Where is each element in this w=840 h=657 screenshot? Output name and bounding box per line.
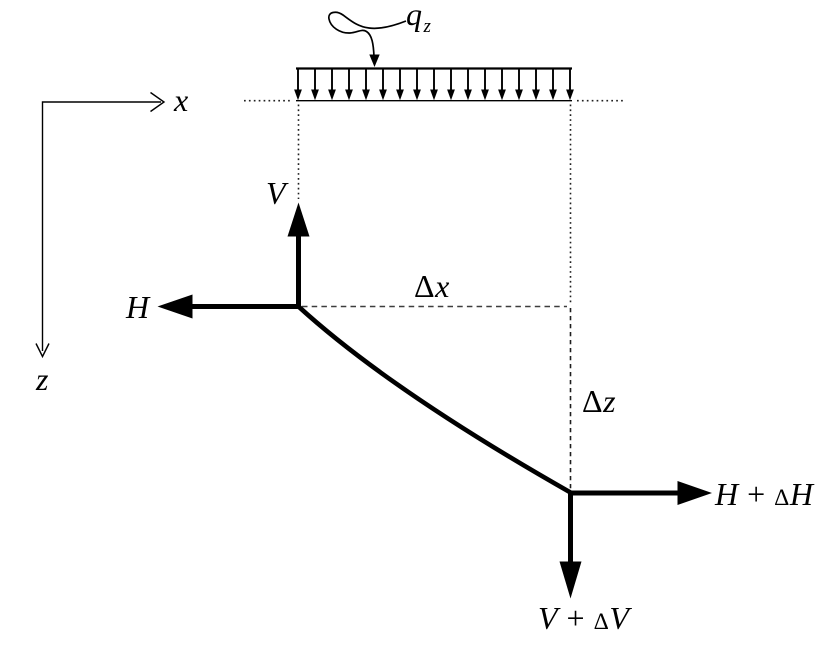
force-arrow-H-plus-dH-head-icon: [677, 481, 712, 505]
force-arrow-V-head-icon: [287, 202, 310, 237]
distributed-load-label: qz: [406, 0, 431, 36]
x-axis-label: x: [174, 82, 189, 118]
load-label-subscript: z: [423, 16, 432, 37]
load-arrow-head-icon: [447, 89, 455, 101]
load-arrow-head-icon: [294, 89, 302, 101]
load-label-base: q: [406, 0, 423, 32]
load-arrow-head-icon: [362, 89, 370, 101]
delta-z-label: Δz: [582, 383, 617, 419]
load-leader-curve: [328, 11, 407, 58]
force-arrow-V-plus-dV-head-icon: [559, 561, 582, 599]
z-axis-arrowhead-icon: [35, 343, 50, 359]
load-leader: [328, 11, 407, 67]
axes-lines: [41, 101, 161, 351]
shear-force-label: V: [266, 175, 287, 211]
load-arrow-head-icon: [481, 89, 489, 101]
load-arrow-head-icon: [311, 89, 319, 101]
force-arrow-H-plus-dH: [568, 481, 712, 505]
load-arrow-head-icon: [379, 89, 387, 101]
load-arrows: [294, 69, 574, 101]
cable-curve: [296, 304, 573, 495]
load-arrow-head-icon: [430, 89, 438, 101]
x-axis-arrowhead-icon: [150, 91, 166, 113]
load-arrow-head-icon: [345, 89, 353, 101]
horizontal-force-plus-delta-label: H + ΔH: [715, 476, 814, 512]
load-arrow-head-icon: [464, 89, 472, 101]
load-arrow-head-icon: [498, 89, 506, 101]
force-arrow-H: [157, 294, 301, 319]
load-arrow-head-icon: [566, 89, 574, 101]
horizontal-force-label: H: [126, 289, 150, 325]
load-arrow-head-icon: [532, 89, 540, 101]
load-arrow-head-icon: [515, 89, 523, 101]
construction-lines: [297, 104, 572, 489]
delta-x-label: Δx: [414, 268, 450, 304]
force-arrow-V-plus-dV: [559, 490, 582, 599]
force-arrow-H-head-icon: [157, 294, 193, 319]
coordinate-axes: [35, 91, 166, 359]
distributed-load: [244, 67, 623, 102]
shear-force-plus-delta-label: V + ΔV: [538, 600, 630, 636]
force-arrow-V: [287, 202, 310, 309]
load-arrow-head-icon: [396, 89, 404, 101]
load-arrow-head-icon: [328, 89, 336, 101]
load-arrow-head-icon: [413, 89, 421, 101]
load-arrow-head-icon: [549, 89, 557, 101]
load-leader-arrowhead-icon: [369, 54, 380, 67]
z-axis-label: z: [36, 361, 49, 397]
